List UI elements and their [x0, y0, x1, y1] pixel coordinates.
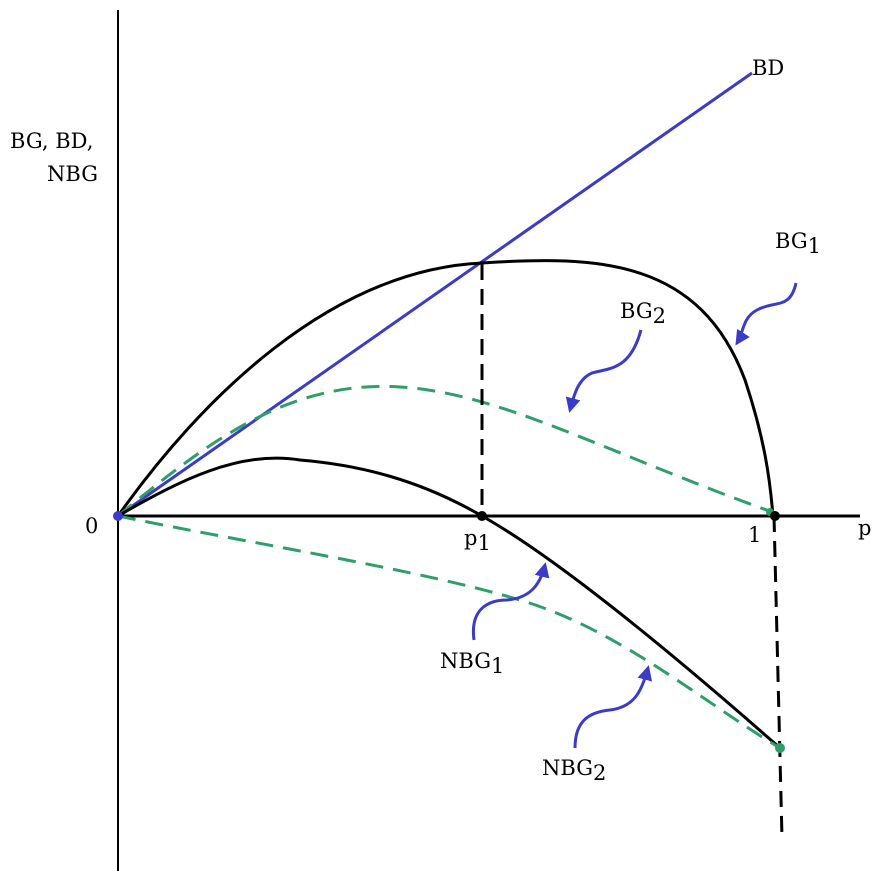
x-axis-label: p [858, 516, 871, 540]
nbg1-label: NBG1 [440, 649, 504, 678]
nbg2-label: NBG2 [542, 756, 606, 785]
bg2-arrow-icon [565, 329, 643, 413]
origin-label: 0 [85, 514, 98, 538]
nbg-end-dot-icon [775, 743, 785, 753]
nbg1-arrow-icon [471, 562, 550, 641]
bd-line [117, 71, 753, 518]
y-axis-label-line2: NBG [47, 162, 98, 186]
one-dot-icon [770, 511, 780, 521]
nbg1-curve [117, 456, 781, 750]
bg1-arrow-icon [735, 282, 798, 346]
p1-dot-icon [477, 511, 487, 521]
y-axis-label-line1: BG, BD, [10, 129, 93, 153]
bg2-curve [117, 384, 773, 518]
p1-tick-label: p1 [464, 526, 491, 555]
nbg2-curve [117, 514, 781, 750]
bd-label: BD [752, 56, 784, 80]
nbg2-arrow-icon [573, 665, 653, 749]
one-tick-label: 1 [748, 523, 761, 547]
one-dropline [772, 515, 784, 839]
bg1-curve [116, 259, 775, 517]
origin-dot-icon [113, 511, 123, 521]
bg2-label: BG2 [620, 299, 666, 328]
bg1-label: BG1 [775, 229, 821, 258]
